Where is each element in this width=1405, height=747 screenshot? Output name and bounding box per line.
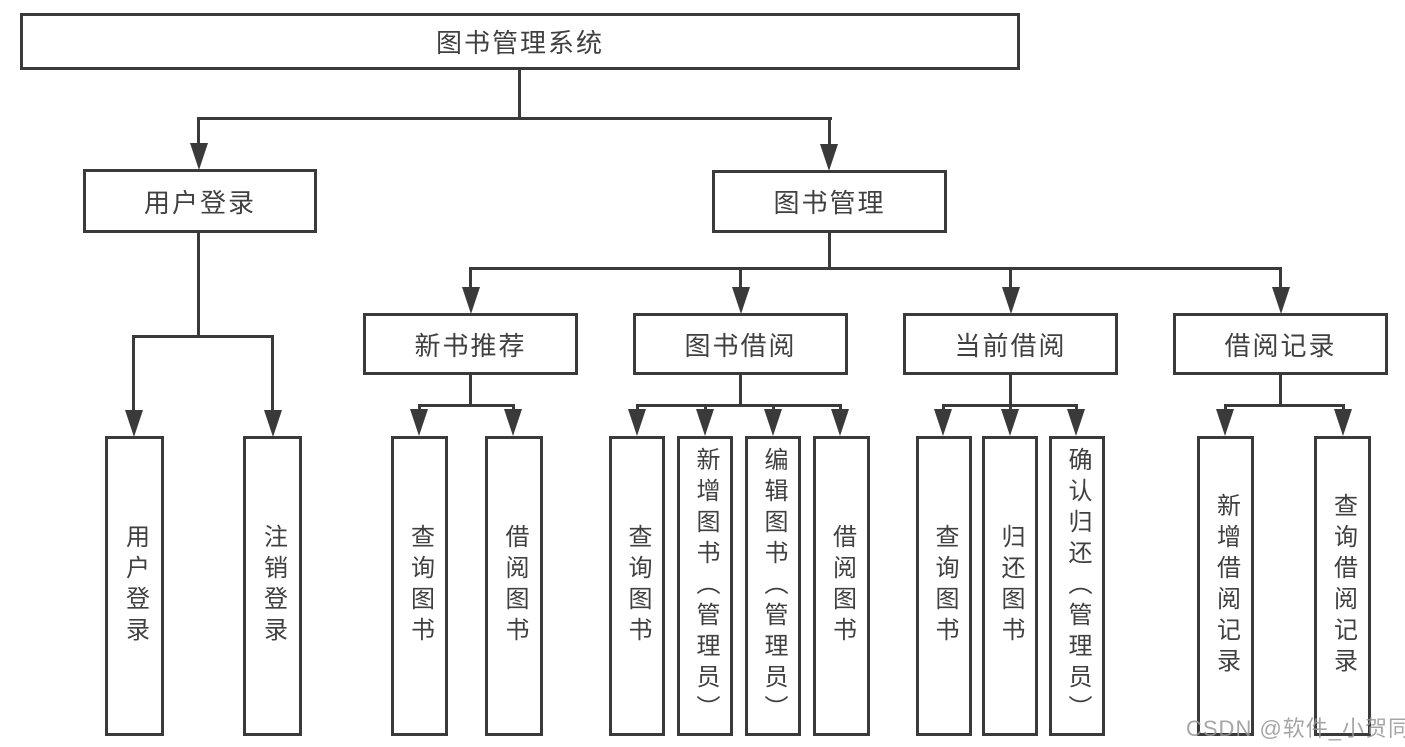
arrowhead-icon (264, 410, 282, 437)
leaf-return-book: 归还图书 (982, 436, 1038, 736)
connector-line-v (197, 117, 200, 147)
leaf-add-borrow-record: 新增借阅记录 (1197, 436, 1254, 736)
connector-line-v (1009, 267, 1012, 291)
arrowhead-icon (1002, 287, 1020, 314)
node-borrow-records: 借阅记录 (1173, 313, 1388, 375)
node-new-book-recommend: 新书推荐 (363, 313, 578, 375)
leaf-query-book-3: 查询图书 (916, 436, 972, 736)
leaf-add-book-admin: 新增图书（管理员） (677, 436, 733, 736)
arrowhead-icon (504, 409, 522, 436)
leaf-query-book-3-label: 查询图书 (931, 524, 958, 648)
connector-line-v (828, 233, 831, 269)
leaf-query-book-2: 查询图书 (609, 436, 665, 736)
arrowhead-icon (125, 410, 143, 437)
node-book-management-label: 图书管理 (773, 188, 886, 218)
arrowhead-icon (934, 409, 952, 436)
connector-line-v (739, 267, 742, 291)
connector-line-h (198, 117, 832, 120)
node-current-borrow-label: 当前借阅 (954, 330, 1067, 361)
arrowhead-icon (732, 287, 750, 314)
connector-line-h (469, 267, 1281, 270)
leaf-edit-book-admin: 编辑图书（管理员） (745, 436, 801, 736)
connector-line-h (636, 404, 841, 407)
node-book-borrow-label: 图书借阅 (684, 330, 797, 361)
arrowhead-icon (764, 409, 782, 436)
leaf-query-borrow-record-label: 查询借阅记录 (1329, 493, 1357, 679)
leaf-user-login: 用户登录 (105, 436, 164, 736)
connector-line-v (197, 233, 200, 337)
arrowhead-icon (410, 409, 428, 436)
leaf-edit-book-admin-label: 编辑图书（管理员） (760, 446, 787, 726)
node-borrow-records-label: 借阅记录 (1224, 330, 1337, 361)
leaf-add-book-admin-label: 新增图书（管理员） (692, 446, 719, 726)
leaf-query-borrow-record: 查询借阅记录 (1314, 436, 1371, 736)
leaf-query-book-1-label: 查询图书 (406, 524, 434, 648)
connector-line-v (518, 69, 521, 119)
leaf-query-book-2-label: 查询图书 (624, 524, 651, 648)
connector-line-v (1009, 375, 1012, 406)
arrowhead-icon (696, 409, 714, 436)
arrowhead-icon (462, 287, 480, 314)
leaf-borrow-book-2: 借阅图书 (813, 436, 870, 736)
leaf-user-login-label: 用户登录 (121, 524, 149, 648)
leaf-logout: 注销登录 (243, 436, 302, 736)
csdn-watermark: CSDN @软件_小贺同学 (1186, 716, 1405, 741)
leaf-borrow-book-1-label: 借阅图书 (501, 524, 528, 648)
connector-line-h (132, 335, 274, 338)
connector-line-h (418, 404, 515, 407)
leaf-query-book-1: 查询图书 (391, 436, 448, 736)
node-user-login: 用户登录 (83, 169, 317, 233)
connector-line-v (828, 117, 831, 147)
arrowhead-icon (1067, 409, 1085, 436)
node-root-label: 图书管理系统 (435, 28, 604, 58)
node-book-borrow: 图书借阅 (633, 313, 848, 375)
leaf-logout-label: 注销登录 (259, 524, 287, 648)
arrowhead-icon (190, 143, 208, 170)
arrowhead-icon (1334, 409, 1352, 436)
leaf-confirm-return-admin: 确认归还（管理员） (1049, 436, 1105, 736)
connector-line-v (469, 375, 472, 406)
connector-line-v (469, 267, 472, 291)
node-new-book-recommend-label: 新书推荐 (414, 330, 527, 361)
arrowhead-icon (1001, 409, 1019, 436)
arrowhead-icon (1272, 287, 1290, 314)
arrowhead-icon (1216, 409, 1234, 436)
connector-line-v (132, 335, 135, 415)
leaf-return-book-label: 归还图书 (997, 524, 1024, 648)
node-root-system: 图书管理系统 (20, 13, 1020, 70)
connector-line-h (1224, 404, 1344, 407)
leaf-add-borrow-record-label: 新增借阅记录 (1212, 493, 1240, 679)
arrowhead-icon (820, 144, 838, 171)
node-current-borrow: 当前借阅 (903, 313, 1118, 375)
connector-line-v (271, 335, 274, 415)
connector-line-v (739, 375, 742, 406)
connector-line-v (1279, 375, 1282, 406)
connector-line-v (1279, 267, 1282, 291)
node-book-management: 图书管理 (712, 170, 947, 233)
leaf-confirm-return-admin-label: 确认归还（管理员） (1064, 446, 1091, 726)
node-user-login-label: 用户登录 (143, 187, 256, 218)
leaf-borrow-book-1: 借阅图书 (485, 436, 543, 736)
arrowhead-icon (628, 409, 646, 436)
arrowhead-icon (831, 409, 849, 436)
leaf-borrow-book-2-label: 借阅图书 (828, 524, 856, 648)
